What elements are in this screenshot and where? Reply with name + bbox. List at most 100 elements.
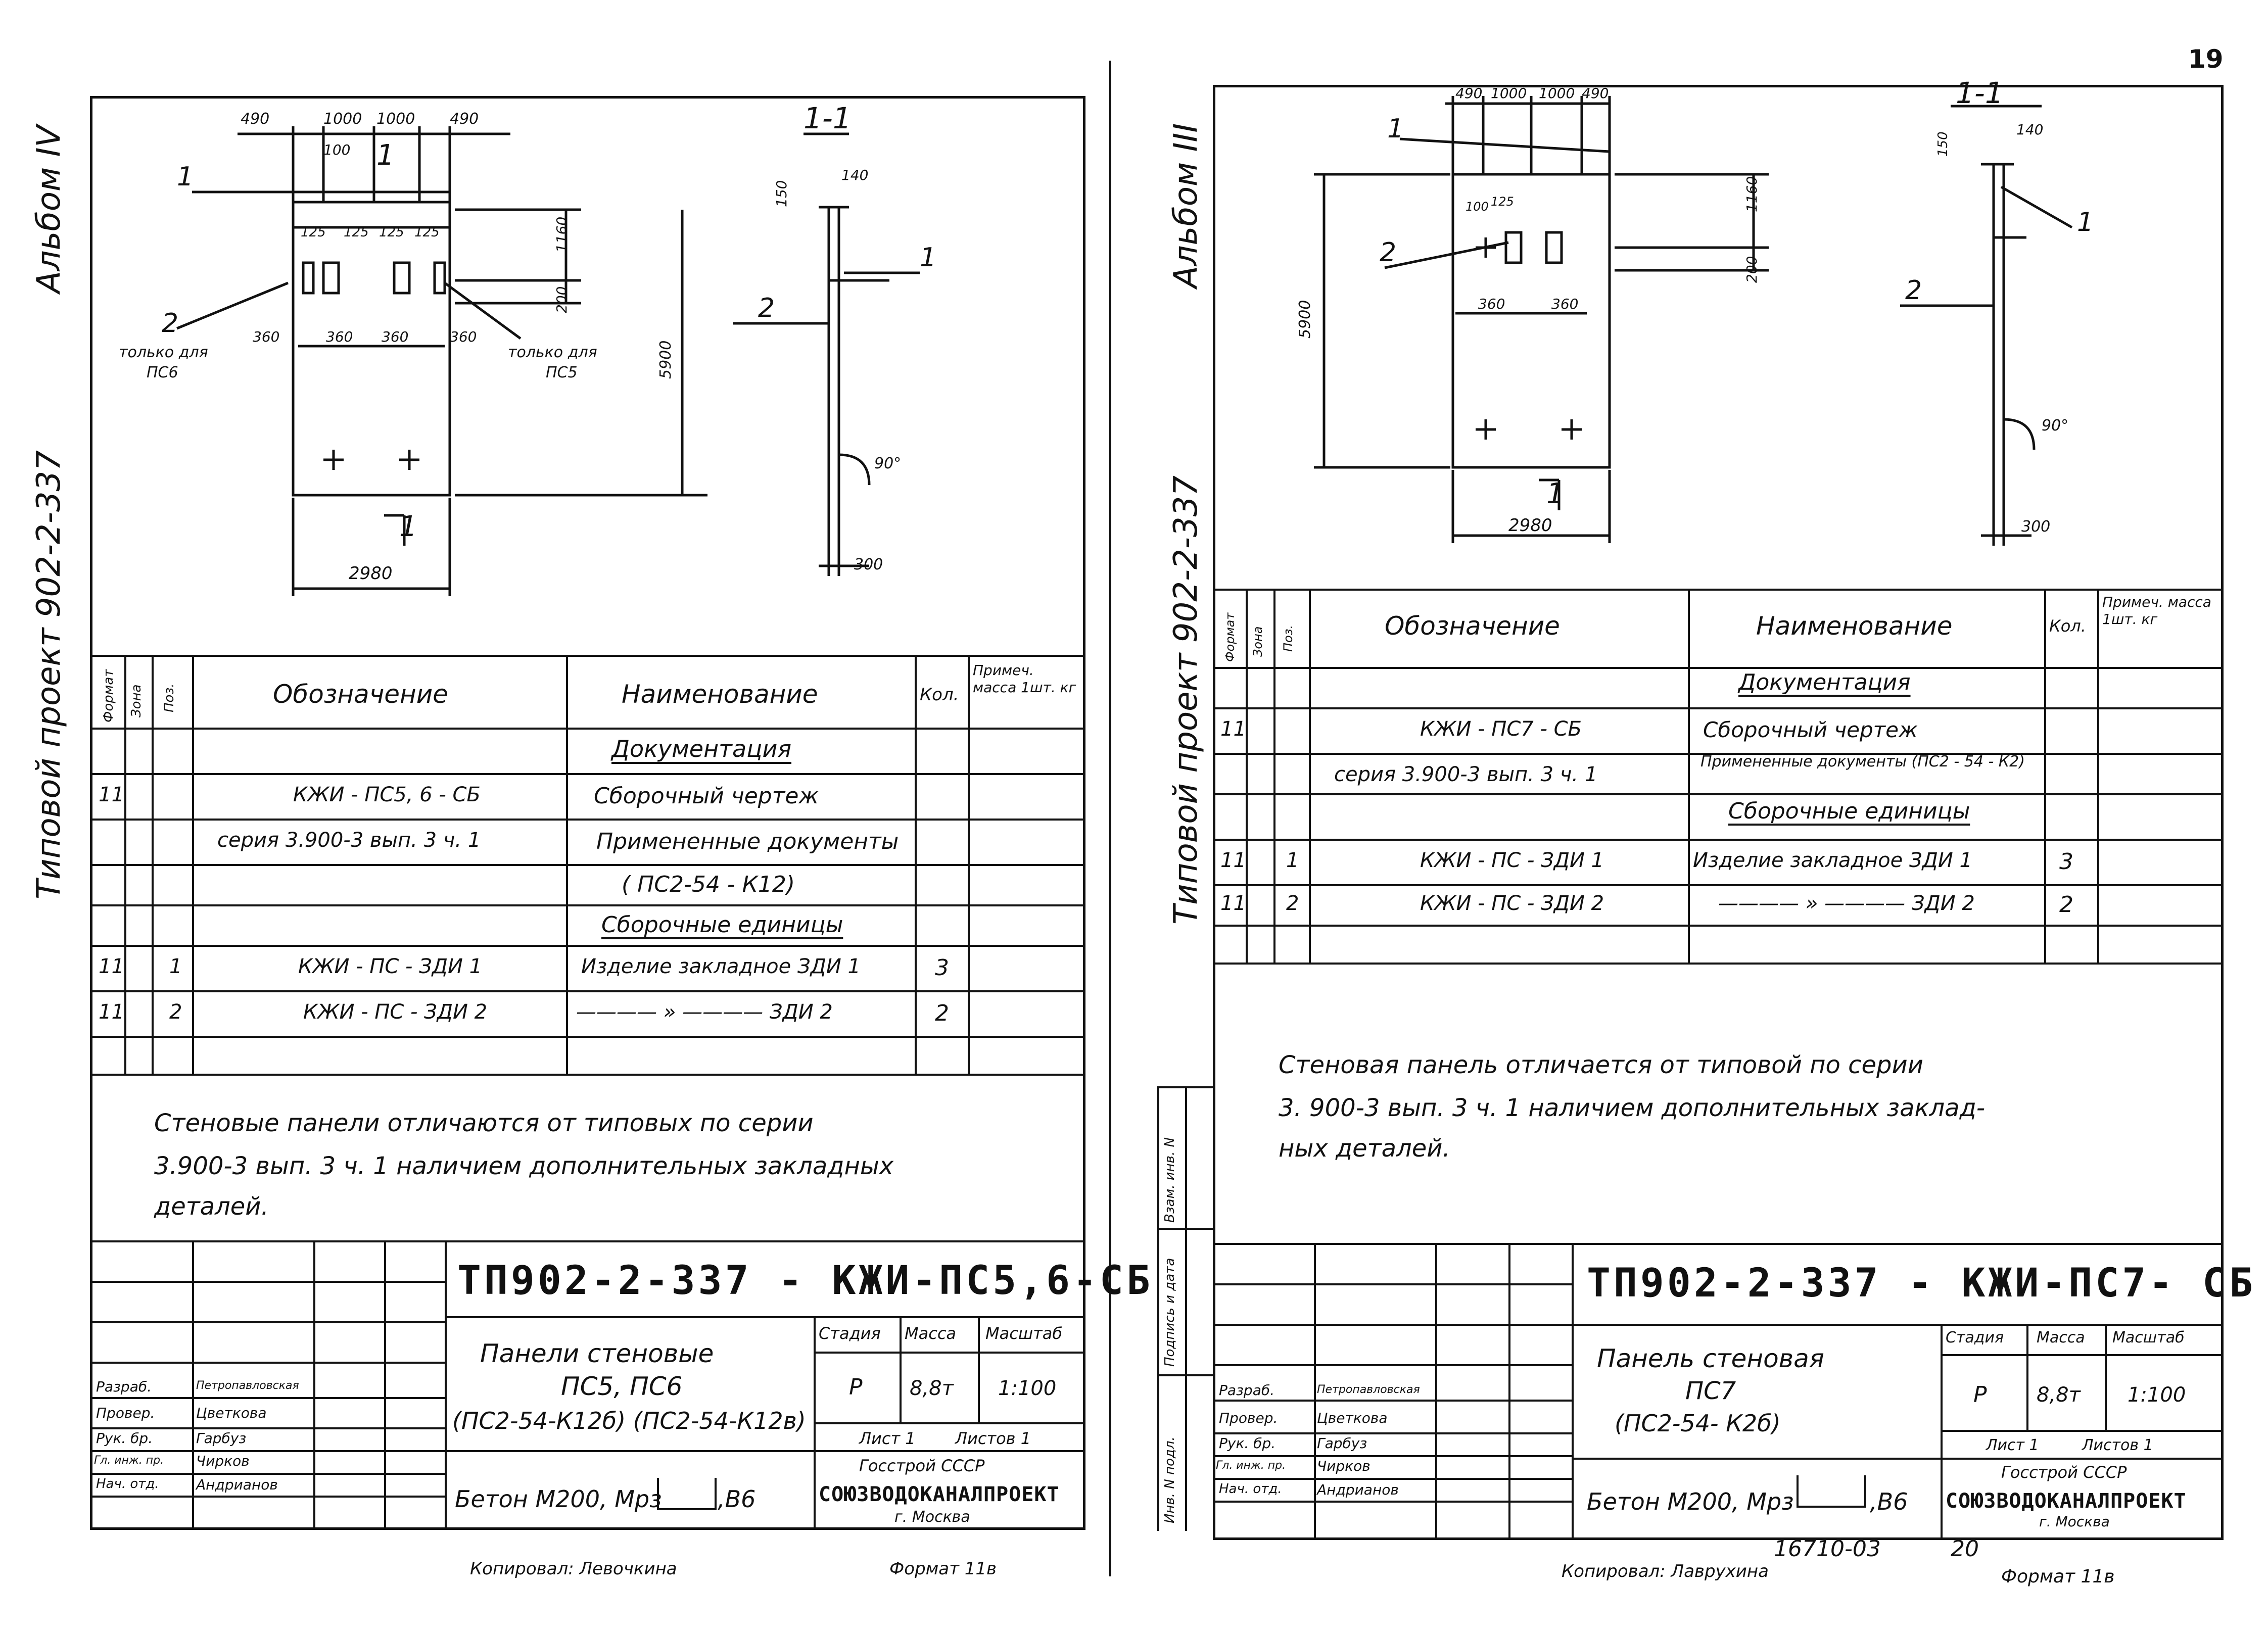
- left-section-title: 1-1: [804, 101, 852, 135]
- right-header-pos: Поз.: [1281, 624, 1295, 652]
- right-concrete-suffix: ,В6: [1870, 1488, 1908, 1515]
- left-stamp-row-line: [91, 1362, 445, 1364]
- left-row-format-5: 11: [99, 955, 124, 978]
- left-row-name-6: ———— » ———— ЗДИ 2: [576, 1000, 833, 1024]
- right-role-name-0: Петропавловская: [1317, 1383, 1420, 1396]
- left-row-designation-6: КЖИ - ПС - ЗДИ 2: [303, 1000, 488, 1024]
- left-callout-2-section: 2: [758, 293, 775, 323]
- left-stamp-top-line: [91, 1240, 1084, 1242]
- left-mass-label: Масса: [905, 1324, 957, 1343]
- right-remark-line-2: 3. 900-3 вып. 3 ч. 1 наличием дополнител…: [1279, 1094, 1986, 1122]
- right-stamp-sheet-line: [1941, 1458, 2223, 1460]
- left-dim-2980: 2980: [349, 563, 393, 584]
- left-row-name-4: Сборочные единицы: [601, 912, 843, 938]
- right-row-format-4: 11: [1220, 849, 1246, 872]
- left-row-designation-1: КЖИ - ПС5, 6 - СБ: [293, 783, 481, 806]
- right-callout-2: 2: [1380, 237, 1397, 268]
- left-note-ps6-2: ПС6: [147, 364, 178, 381]
- left-row-name-1: Сборочный чертеж: [594, 783, 819, 809]
- left-row-format-6: 11: [99, 1000, 124, 1024]
- left-row-name-5: Изделие закладное ЗДИ 1: [581, 955, 861, 978]
- right-stamp-code: ТП902-2-337 - КЖИ-ПС7- СБ: [1587, 1261, 2256, 1306]
- right-stamp-title-1: Панель стеновая: [1597, 1344, 1824, 1373]
- right-org-name: СОЮЗВОДОКАНАЛПРОЕКТ: [1946, 1489, 2187, 1513]
- left-spec-col-line: [566, 655, 568, 1074]
- right-stamp-top-line: [1214, 1243, 2223, 1245]
- left-stage: Р: [849, 1374, 863, 1400]
- right-row-pos-5: 2: [1286, 892, 1299, 915]
- left-stamp-title-line: [445, 1450, 814, 1452]
- left-note-ps5-1: только для: [508, 344, 597, 361]
- right-scale: 1:100: [2128, 1383, 2186, 1407]
- left-stamp-mass-line: [814, 1422, 1084, 1424]
- left-dim-140: 140: [841, 167, 869, 183]
- left-dim-top-1: 490: [241, 110, 270, 128]
- right-stamp-row-line: [1214, 1455, 1572, 1457]
- right-stamp-row-line: [1214, 1283, 1572, 1285]
- left-dim-top-3: 1000: [376, 110, 415, 128]
- right-dim-140: 140: [2016, 121, 2044, 138]
- left-role-0: Разраб.: [96, 1378, 152, 1395]
- left-remark-line-1: Стеновые панели отличаются от типовых по…: [154, 1109, 814, 1137]
- right-stamp-row-line: [1214, 1400, 1572, 1402]
- right-stamp-col-line: [1508, 1243, 1510, 1538]
- left-spec-row-line: [91, 990, 1084, 992]
- left-row-designation-5: КЖИ - ПС - ЗДИ 1: [298, 955, 483, 978]
- left-scale: 1:100: [998, 1377, 1057, 1400]
- left-role-name-4: Андрианов: [196, 1476, 278, 1493]
- right-header-qty: Кол.: [2049, 616, 2086, 636]
- left-role-name-3: Чирков: [196, 1453, 250, 1469]
- left-spec-top-line: [91, 655, 1084, 657]
- left-stamp-col-line: [192, 1240, 194, 1528]
- left-concrete: Бетон М200, Мрз: [455, 1485, 662, 1513]
- right-role-0: Разраб.: [1219, 1382, 1275, 1399]
- right-header-zone: Зона: [1251, 626, 1265, 657]
- right-dim-300: 300: [2021, 518, 2051, 536]
- left-spec-row-line: [91, 945, 1084, 947]
- left-role-name-1: Цветкова: [196, 1405, 267, 1421]
- left-stamp-col-line: [384, 1240, 386, 1528]
- right-row-name-4: Изделие закладное ЗДИ 1: [1693, 849, 1972, 872]
- left-header-qty: Кол.: [920, 685, 959, 705]
- left-header-name: Наименование: [622, 680, 818, 709]
- left-stamp-col-line: [814, 1316, 816, 1528]
- left-concrete-suffix: ,В6: [718, 1485, 756, 1513]
- right-row-designation-1: КЖИ - ПС7 - СБ: [1420, 717, 1582, 741]
- right-spec-row-line: [1214, 884, 2223, 886]
- right-callout-2-section: 2: [1905, 275, 1922, 306]
- sheet-divider: [1109, 61, 1111, 1576]
- left-sheet-frame: [90, 96, 1085, 1530]
- right-spec-row-line: [1214, 753, 2223, 755]
- left-stamp-row-line: [91, 1281, 445, 1283]
- right-strip-line: [1157, 1086, 1159, 1531]
- right-sheet-frame: [1213, 85, 2224, 1540]
- left-dim-100: 100: [323, 141, 351, 158]
- left-callout-1-section: 1: [920, 243, 937, 273]
- left-spec-row-line: [91, 1036, 1084, 1038]
- right-dim-150: 150: [1935, 131, 1951, 157]
- right-dim-360-2: 360: [1551, 296, 1579, 312]
- right-spec-col-line: [1273, 589, 1275, 963]
- left-stamp-title-3: (ПС2-54-К12б) (ПС2-54-К12в): [452, 1407, 806, 1434]
- left-sheet-label: Лист 1: [859, 1429, 916, 1448]
- right-role-name-1: Цветкова: [1317, 1410, 1388, 1426]
- left-dim-top-2: 1000: [323, 110, 362, 128]
- right-dim-5900: 5900: [1296, 300, 1314, 339]
- left-dim-125-1: 125: [301, 225, 326, 240]
- left-stamp-row-line: [91, 1473, 445, 1475]
- right-spec-row-line: [1214, 839, 2223, 841]
- left-spec-col-line: [124, 655, 126, 1074]
- right-stage-label: Стадия: [1946, 1329, 2004, 1347]
- left-spec-header-line: [91, 728, 1084, 730]
- right-stamp-title-3: (ПС2-54- К2б): [1615, 1410, 1781, 1437]
- left-spec-col-line: [152, 655, 154, 1074]
- left-role-name-0: Петропавловская: [196, 1379, 299, 1392]
- left-dim-300: 300: [854, 556, 883, 573]
- right-dim-top-2: 1000: [1491, 85, 1527, 102]
- right-role-4: Нач. отд.: [1219, 1481, 1282, 1497]
- right-section-mark: 1: [1546, 477, 1565, 510]
- right-role-1: Провер.: [1219, 1410, 1278, 1426]
